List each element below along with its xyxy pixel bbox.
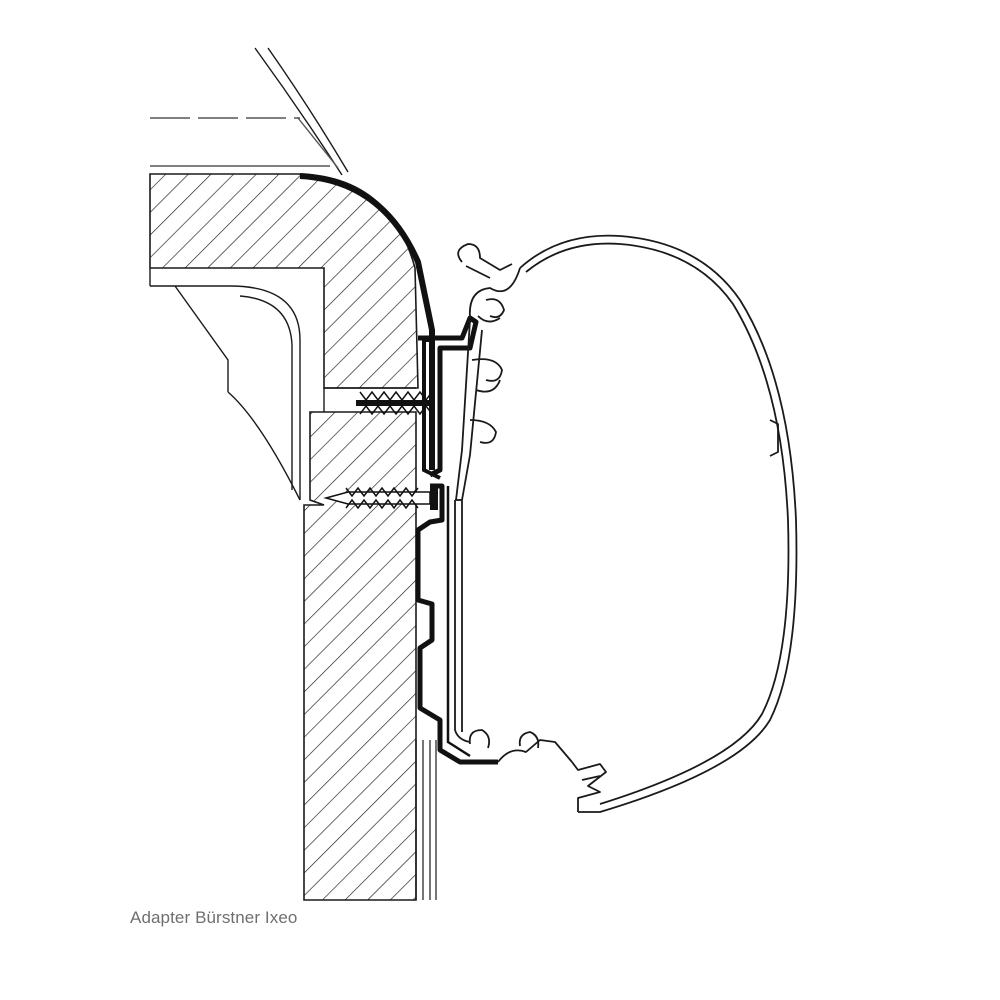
screw-lower <box>323 486 438 510</box>
interior-frame <box>149 268 301 501</box>
roof-outline <box>150 47 349 176</box>
screw-upper <box>356 390 433 416</box>
diagram-caption: Adapter Bürstner Ixeo <box>130 908 298 927</box>
side-wall-section <box>303 387 437 901</box>
awning-cassette <box>454 234 798 813</box>
